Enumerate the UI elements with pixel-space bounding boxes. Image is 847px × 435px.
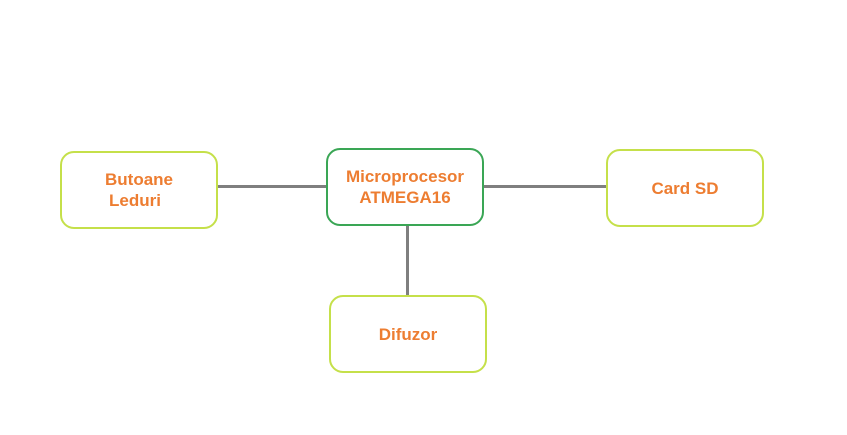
node-microprocesor: Microprocesor ATMEGA16 [326,148,484,226]
node-butoane-line1: Butoane [105,170,173,189]
node-card-line1: Card SD [651,178,719,198]
node-butoane-leduri: Butoane Leduri [60,151,218,229]
connector-micro-card [484,185,606,188]
node-butoane-line2: Leduri [109,191,161,210]
node-card-sd: Card SD [606,149,764,227]
node-difuzor: Difuzor [329,295,487,373]
node-micro-line2: ATMEGA16 [359,188,451,207]
connector-micro-difuzor [406,226,409,296]
node-difuzor-line1: Difuzor [378,324,438,344]
connector-butoane-micro [218,185,326,188]
node-micro-line1: Microprocesor [345,167,465,186]
